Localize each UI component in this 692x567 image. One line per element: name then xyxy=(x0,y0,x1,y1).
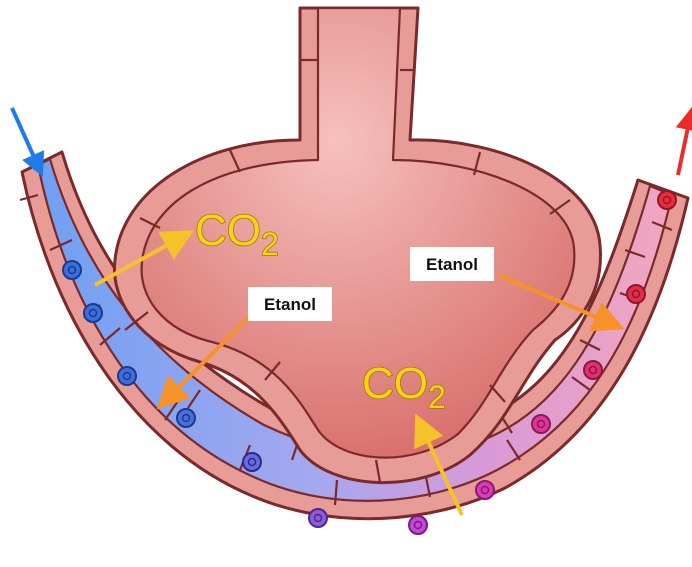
red-up-arrow-icon xyxy=(678,118,690,175)
blood-cell-icon xyxy=(177,409,195,427)
blood-cell-icon xyxy=(409,516,427,534)
blood-cell-icon xyxy=(309,509,327,527)
svg-text:Etanol: Etanol xyxy=(264,295,316,314)
svg-text:Etanol: Etanol xyxy=(426,255,478,274)
etanol-label-left: Etanol xyxy=(248,287,332,321)
blood-cell-icon xyxy=(627,285,645,303)
blood-cell-icon xyxy=(476,481,494,499)
blood-cell-icon xyxy=(118,367,136,385)
blood-cell-icon xyxy=(584,361,602,379)
blood-cell-icon xyxy=(63,261,81,279)
blood-cell-icon xyxy=(658,191,676,209)
blue-down-arrow-icon xyxy=(12,108,38,166)
blood-cell-icon xyxy=(243,453,261,471)
blood-cell-icon xyxy=(532,415,550,433)
etanol-label-right: Etanol xyxy=(410,247,494,281)
blood-cell-icon xyxy=(84,304,102,322)
